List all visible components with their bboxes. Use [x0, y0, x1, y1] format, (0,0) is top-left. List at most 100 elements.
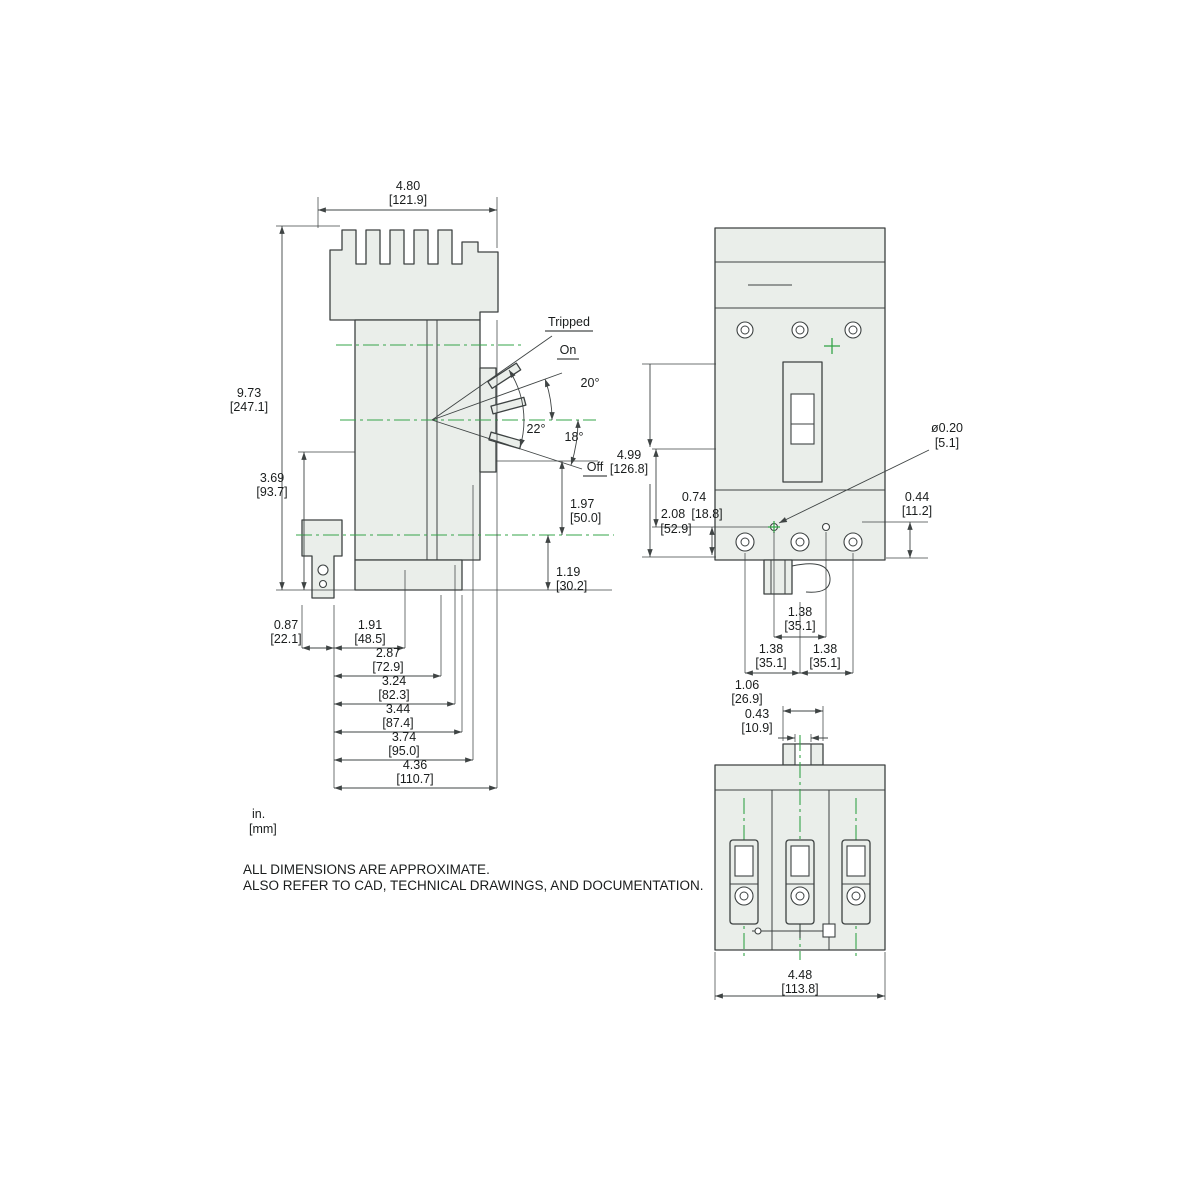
angle-22: 22° — [527, 422, 546, 436]
dim-front-height-in: 4.99 — [617, 448, 641, 462]
dim-074-mm: [18.8] — [691, 507, 722, 521]
dim-043-mm: [10.9] — [741, 721, 772, 735]
dim-287-mm: [72.9] — [372, 660, 403, 674]
dim-side-height-in: 9.73 — [237, 386, 261, 400]
lug-clamp — [734, 845, 754, 877]
dim-208-mm: [52.9] — [660, 522, 691, 536]
terminal-screw-inner — [795, 325, 805, 335]
dim-344-mm: [87.4] — [382, 716, 413, 730]
angle-18: 18° — [565, 430, 584, 444]
notes: in. [mm] ALL DIMENSIONS ARE APPROXIMATE.… — [243, 807, 704, 893]
lug-screw — [790, 886, 810, 906]
dim-191-in: 1.91 — [358, 618, 382, 632]
dim-374-in: 3.74 — [392, 730, 416, 744]
handle-tripped-position — [487, 362, 522, 390]
accessory-pin-end — [754, 927, 762, 935]
leader-line — [778, 449, 930, 524]
dim-side-lower-height-mm: [93.7] — [256, 485, 287, 499]
dim-138-left-mm: [35.1] — [755, 656, 786, 670]
dim-side-lower-height-in: 3.69 — [260, 471, 284, 485]
terminal-lug — [785, 839, 815, 925]
terminal-screw — [735, 532, 755, 552]
terminal-screw — [736, 321, 754, 339]
dim-197-in: 1.97 — [570, 497, 594, 511]
dim-044-mm: [11.2] — [902, 504, 932, 518]
terminal-screw — [791, 321, 809, 339]
terminal-lug — [729, 839, 759, 925]
dim-324-in: 3.24 — [382, 674, 406, 688]
bottom-view: 1.06 [26.9] 0.43 [10.9] 4.48 [113.8] — [714, 678, 886, 1000]
dim-side-width-in: 4.80 — [396, 179, 420, 193]
dim-324-mm: [82.3] — [378, 688, 409, 702]
mounting-hole — [821, 522, 831, 532]
dim-hole-in: ø0.20 — [931, 421, 963, 435]
terminal-screw — [843, 532, 863, 552]
terminal-screw-inner — [848, 325, 858, 335]
dim-106-mm: [26.9] — [731, 692, 762, 706]
terminal-screw-inner — [848, 537, 858, 547]
toggle-end — [794, 743, 812, 766]
side-view-lower-body — [354, 559, 463, 591]
footnote-line-1: ALL DIMENSIONS ARE APPROXIMATE. — [243, 862, 490, 877]
angle-arc-18 — [570, 419, 581, 466]
label-on: On — [560, 343, 577, 357]
lug-clamp — [846, 845, 866, 877]
lug-screw-inner — [795, 891, 805, 901]
dim-106-in: 1.06 — [735, 678, 759, 692]
units-millimeters: [mm] — [249, 822, 277, 836]
terminal-screw — [790, 532, 810, 552]
hanger-bail — [791, 563, 831, 593]
side-view-body — [354, 319, 481, 561]
terminal-screw-inner — [740, 325, 750, 335]
lug-screw-inner — [739, 891, 749, 901]
dim-138-left-in: 1.38 — [759, 642, 783, 656]
toggle-handle — [790, 393, 815, 445]
label-off: Off — [587, 460, 604, 474]
dim-087-in: 0.87 — [274, 618, 298, 632]
footnote-line-2: ALSO REFER TO CAD, TECHNICAL DRAWINGS, A… — [243, 878, 704, 893]
handle-angle-line-tripped — [431, 335, 553, 421]
lug-screw-inner — [851, 891, 861, 901]
dim-287-in: 2.87 — [376, 646, 400, 660]
dim-191-mm: [48.5] — [354, 632, 385, 646]
dim-197-mm: [50.0] — [570, 511, 601, 525]
foot-screw — [317, 564, 329, 576]
dim-138-right-mm: [35.1] — [809, 656, 840, 670]
side-view: Tripped On Off 20° 22° 18° 4.80 [121.9] … — [230, 179, 614, 791]
units-inches: in. — [252, 807, 265, 821]
dim-436-mm: [110.7] — [396, 772, 433, 786]
foot-screw — [318, 579, 328, 589]
front-view: 4.99 [126.8] 0.74 [18.8] 2.08 [52.9] ø0.… — [610, 227, 963, 676]
dim-087-mm: [22.1] — [270, 632, 301, 646]
terminal-lug — [841, 839, 871, 925]
dim-side-width-mm: [121.9] — [389, 193, 427, 207]
dim-448-in: 4.48 — [788, 968, 812, 982]
dim-hole-mm: [5.1] — [935, 436, 959, 450]
accessory-block — [822, 923, 836, 938]
label-tripped: Tripped — [548, 315, 590, 329]
hanger-bracket — [763, 559, 793, 595]
dim-074-in: 0.74 — [682, 490, 706, 504]
lug-clamp — [790, 845, 810, 877]
lug-screw — [846, 886, 866, 906]
dim-119-mm: [30.2] — [556, 579, 587, 593]
dim-044-in: 0.44 — [905, 490, 929, 504]
dim-208-in: 2.08 — [661, 507, 685, 521]
dim-front-height-mm: [126.8] — [610, 462, 648, 476]
angle-arc-22 — [508, 369, 525, 448]
side-view-line-end-fins — [329, 229, 499, 321]
dim-344-in: 3.44 — [386, 702, 410, 716]
terminal-screw-inner — [795, 537, 805, 547]
dim-436-in: 4.36 — [403, 758, 427, 772]
dim-side-height-mm: [247.1] — [230, 400, 268, 414]
terminal-screw-inner — [740, 537, 750, 547]
lug-screw — [734, 886, 754, 906]
dim-374-mm: [95.0] — [388, 744, 419, 758]
dim-119-in: 1.19 — [556, 565, 580, 579]
angle-arc-20 — [544, 378, 555, 421]
dim-448-mm: [113.8] — [781, 982, 818, 996]
angle-20: 20° — [581, 376, 600, 390]
terminal-screw — [844, 321, 862, 339]
